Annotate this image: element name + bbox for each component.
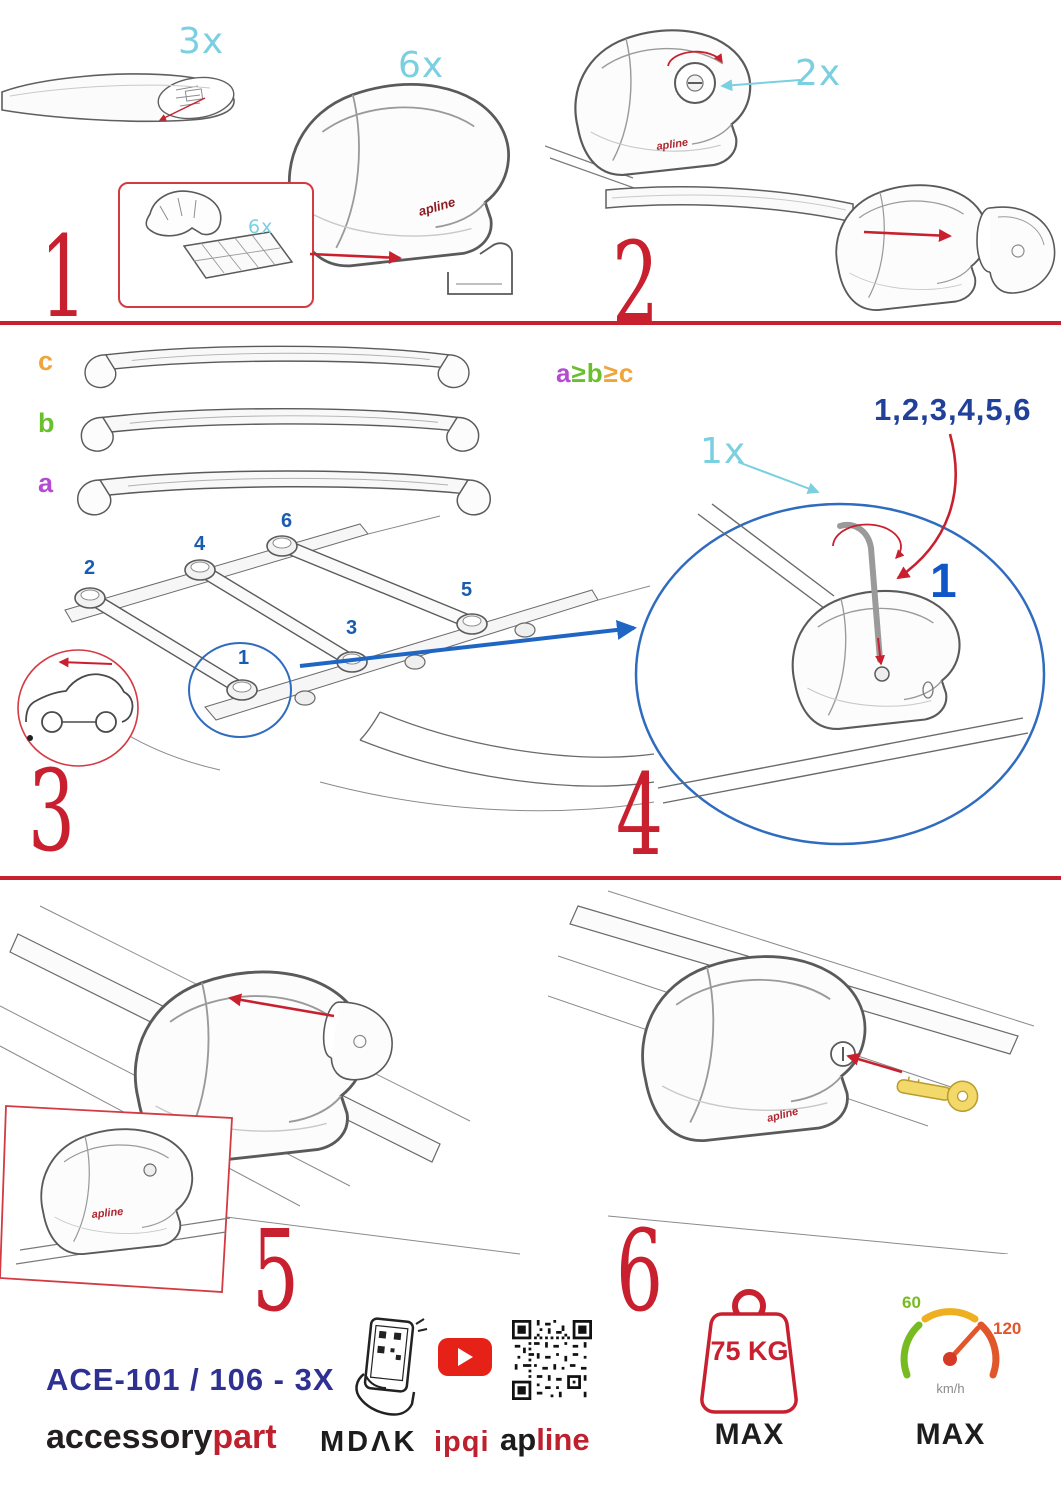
rubber-pad-drawing: [145, 190, 294, 279]
ipqi-logo: ipqi: [434, 1426, 490, 1458]
position-4-label: 4: [194, 533, 206, 555]
accessorypart-logo: accessorypart: [46, 1420, 277, 1454]
crossbar-b-drawing: [80, 407, 480, 452]
position-1-highlight-circle: [188, 642, 292, 738]
installed-foot-inset: apline: [0, 1105, 233, 1293]
bar-label-a: a: [38, 468, 54, 498]
end-cap: [976, 206, 1056, 294]
max-weight-label: MAX: [714, 1418, 785, 1451]
knob-quantity-label: 2x: [795, 53, 842, 94]
bar-endcap-drawing: [605, 184, 1056, 312]
position-6-label: 6: [281, 510, 293, 532]
size-formula: a≥b≥c: [556, 360, 634, 386]
phone-scan-icon: [355, 1317, 428, 1416]
apline-logo-small: apline: [91, 1206, 124, 1221]
crossbar-c-drawing: [84, 345, 470, 389]
step4-number: 4: [616, 751, 663, 881]
crossbar-a-drawing: [77, 470, 491, 516]
model-code: ACE-101 / 106 - 3X: [46, 1362, 335, 1397]
youtube-icon: [438, 1338, 492, 1376]
mdak-logo: MDΛK: [320, 1426, 418, 1458]
pad-quantity-label: 6x: [248, 216, 274, 238]
step6-number: 6: [616, 1207, 663, 1337]
formula-ge1: ≥: [571, 358, 587, 388]
cover-install-drawing: [0, 905, 521, 1255]
accessory-text: accessory: [46, 1418, 213, 1456]
max-weight-value: 75 KG: [710, 1336, 789, 1366]
speedometer-icon: [900, 1308, 1000, 1379]
step5-number: 5: [252, 1207, 299, 1337]
tightening-order-label: 1,2,3,4,5,6: [874, 392, 1032, 427]
formula-b: b: [586, 358, 604, 388]
qr-code-icon: [512, 1320, 592, 1400]
apline-line-text: line: [536, 1422, 590, 1457]
formula-c: c: [618, 358, 635, 388]
speed-low-label: 60: [902, 1293, 921, 1312]
security-key: [896, 1076, 979, 1112]
apline-ap-text: ap: [500, 1422, 537, 1457]
clamp-foot-drawing: apline: [287, 83, 513, 295]
speed-unit-label: km/h: [936, 1381, 965, 1396]
step1-number: 1: [40, 213, 87, 343]
formula-a: a: [556, 358, 572, 388]
formula-ge2: ≥: [603, 358, 619, 388]
position-2-label: 2: [84, 557, 96, 579]
foot-quantity-label: 6x: [398, 45, 445, 86]
max-weight-icon: [700, 1289, 798, 1414]
max-speed-label: MAX: [915, 1418, 986, 1451]
bar-quantity-label: 3x: [178, 21, 225, 62]
apline-logo: apline: [500, 1424, 590, 1455]
speed-high-label: 120: [993, 1319, 1022, 1338]
bar-label-b: b: [38, 408, 55, 438]
bar-label-c: c: [38, 346, 54, 376]
section-divider-2: [0, 876, 1061, 880]
part-text: part: [212, 1418, 277, 1456]
step3-number: 3: [28, 747, 75, 877]
tightening-zoom-drawing: [634, 502, 1046, 846]
car-direction-inset: [17, 649, 139, 767]
apline-logo-small: apline: [656, 137, 689, 153]
play-triangle-icon: [457, 1348, 473, 1366]
pad-inset-box: [118, 182, 314, 308]
section-divider-1: [0, 321, 1061, 325]
position-5-label: 5: [461, 579, 473, 601]
